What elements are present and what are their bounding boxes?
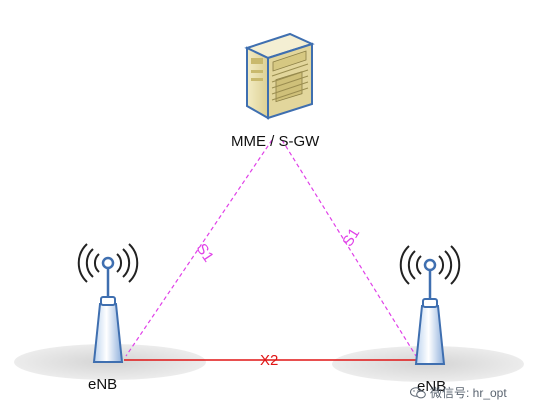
- server-icon: [244, 32, 315, 120]
- watermark-text: 微信号: hr_opt: [430, 386, 507, 400]
- enb-right-label: eNB: [417, 378, 447, 395]
- watermark: 微信号: hr_opt: [410, 384, 507, 401]
- core-node-label: MME / S-GW: [231, 133, 320, 150]
- antenna-icon: [399, 245, 461, 365]
- antenna-icon: [77, 243, 139, 363]
- wechat-icon: [410, 386, 426, 398]
- s1-right-label: S1: [339, 225, 363, 250]
- s1-left-label: S1: [193, 241, 217, 266]
- s1-right-link: [281, 139, 417, 357]
- s1-left-link: [125, 139, 273, 357]
- enb-left-label: eNB: [88, 376, 118, 393]
- x2-label: X2: [260, 352, 278, 369]
